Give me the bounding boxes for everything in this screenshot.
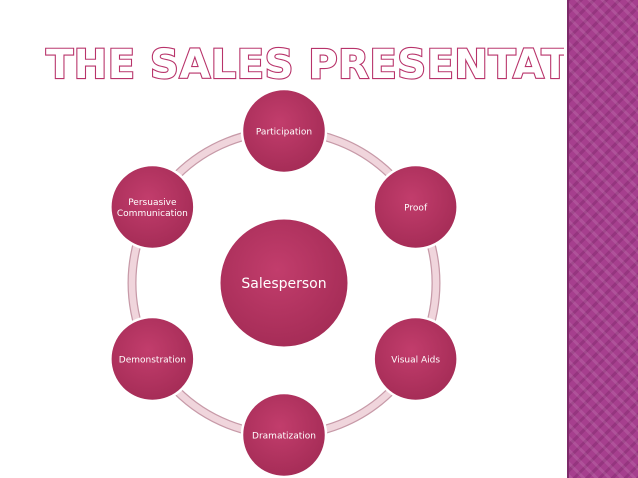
node-label: Visual Aids xyxy=(391,356,440,366)
node-label: Proof xyxy=(404,204,428,214)
node-circle xyxy=(372,315,459,403)
center-node: Salesperson xyxy=(217,216,351,350)
node-circle xyxy=(240,87,328,175)
center-node-circle xyxy=(217,216,351,350)
node-proof: Proof xyxy=(372,163,459,251)
center-node-label: Salesperson xyxy=(241,276,326,292)
node-circle xyxy=(240,391,328,478)
node-circle xyxy=(109,315,196,403)
slide-title: THE SALES PRESENTATION MIX xyxy=(45,41,564,88)
node-label: Demonstration xyxy=(119,356,186,366)
node-dramatization: Dramatization xyxy=(240,391,328,478)
node-visual-aids: Visual Aids xyxy=(372,315,459,403)
slide-title-text: THE SALES PRESENTATION MIX xyxy=(46,42,564,88)
node-demonstration: Demonstration xyxy=(109,315,196,403)
decorative-sidebar xyxy=(567,0,638,478)
node-label: Participation xyxy=(256,128,312,138)
node-participation: Participation xyxy=(240,87,328,175)
node-circle xyxy=(109,163,196,251)
node-circle xyxy=(372,163,459,251)
node-label: Persuasive xyxy=(128,198,177,208)
node-label: Dramatization xyxy=(252,432,316,442)
node-label: Communication xyxy=(117,209,188,219)
